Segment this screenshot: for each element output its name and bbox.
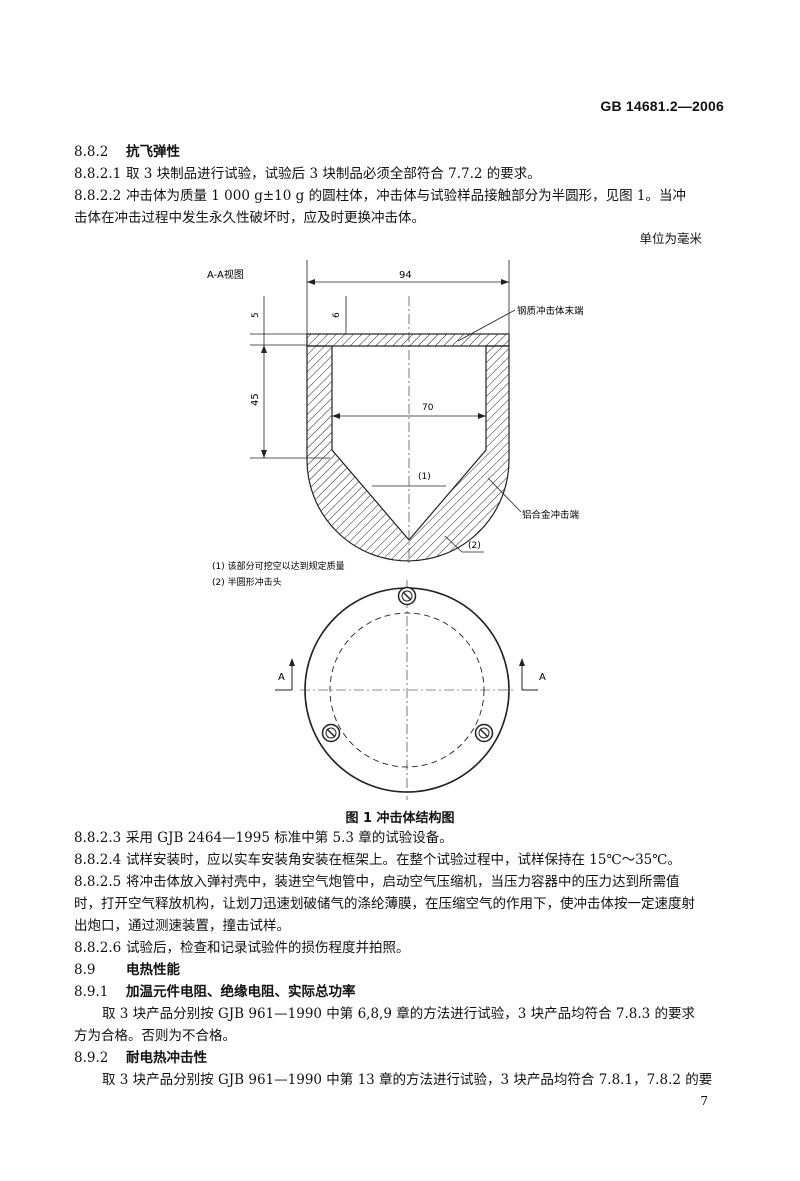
figure-caption: 图 1 冲击体结构图	[345, 811, 455, 826]
section-A-right: A	[539, 672, 546, 683]
clause-text: 电热性能	[126, 962, 180, 978]
screw-icon	[474, 723, 494, 743]
text-line: 8.9 电热性能	[74, 960, 724, 980]
unit-note: 单位为毫米	[639, 231, 702, 246]
clause-text: 出炮口，通过测速装置，撞击试样。	[74, 918, 290, 934]
clause-number: 8.9.2	[74, 1050, 109, 1066]
clause-number: 8.8.2.1	[74, 166, 122, 182]
page-number: 7	[700, 1094, 708, 1108]
dim-6-label: 6	[332, 312, 342, 318]
arrow	[501, 279, 509, 285]
text-line: 8.8.2 抗飞弹性	[74, 142, 724, 162]
steel-leader	[457, 309, 516, 342]
text-line: 时，打开空气释放机构，让划刀迅速划破储气的涤纶薄膜，在压缩空气的作用下，使冲击体…	[74, 894, 724, 914]
aluminium-head	[306, 345, 510, 562]
dim-94-label: 94	[399, 270, 412, 281]
dim-5-label: 5	[251, 312, 261, 318]
clause-text: 将冲击体放入弹衬壳中，装进空气炮管中，启动空气压缩机，当压力容器中的压力达到所需…	[126, 874, 680, 890]
al-leader	[487, 477, 522, 513]
clause-text: 方为合格。否则为不合格。	[74, 1028, 236, 1044]
clause-text: 加温元件电阻、绝缘电阻、实际总功率	[126, 984, 356, 1000]
clause-text: 取 3 块制品进行试验，试验后 3 块制品必须全部符合 7.7.2 的要求。	[126, 166, 541, 182]
al-head-label: 铝合金冲击端	[522, 509, 580, 521]
dim-45-label: 45	[250, 393, 261, 406]
clause-number: 8.8.2.5	[74, 874, 122, 890]
clause-number: 8.9.1	[74, 984, 109, 1000]
text-line: 取 3 块产品分别按 GJB 961—1990 中第 13 章的方法进行试验，3…	[102, 1070, 752, 1090]
clause-number: 8.9	[74, 962, 96, 978]
clause-text: 抗飞弹性	[126, 144, 180, 160]
text-line: 方为合格。否则为不合格。	[74, 1026, 724, 1046]
callout-2: (2)	[468, 541, 481, 551]
note-1: (1) 该部分可挖空以达到规定质量	[212, 560, 345, 572]
arrow	[478, 413, 486, 419]
text-line: 击体在冲击过程中发生永久性破坏时，应及时更换冲击体。	[74, 208, 724, 228]
arrow	[332, 413, 340, 419]
steel-end-label: 钢质冲击体末端	[517, 305, 584, 317]
clause-text: 取 3 块产品分别按 GJB 961—1990 中第 6,8,9 章的方法进行试…	[102, 1006, 696, 1022]
arrow	[307, 279, 315, 285]
steel-end-cap	[306, 333, 510, 347]
clause-number: 8.8.2	[74, 144, 109, 160]
standard-number: GB 14681.2—2006	[600, 98, 724, 114]
clause-text: 取 3 块产品分别按 GJB 961—1990 中第 13 章的方法进行试验，3…	[102, 1072, 713, 1088]
text-line: 取 3 块产品分别按 GJB 961—1990 中第 6,8,9 章的方法进行试…	[102, 1004, 752, 1024]
clause-text: 冲击体为质量 1 000 g±10 g 的圆柱体，冲击体与试验样品接触部分为半圆…	[126, 188, 686, 204]
callout-2-leader	[444, 535, 463, 553]
text-line: 8.9.2 耐电热冲击性	[74, 1048, 724, 1068]
arrow	[261, 345, 267, 353]
clause-text: 试样安装时，应以实车安装角安装在框架上。在整个试验过程中，试样保持在 15℃～3…	[126, 852, 681, 868]
section-A-left: A	[278, 672, 285, 683]
clause-text: 时，打开空气释放机构，让划刀迅速划破储气的涤纶薄膜，在压缩空气的作用下，使冲击体…	[74, 896, 695, 912]
clause-text: 击体在冲击过程中发生永久性破坏时，应及时更换冲击体。	[74, 210, 425, 226]
note-2: (2) 半圆形冲击头	[212, 576, 282, 588]
clause-text: 采用 GJB 2464—1995 标准中第 5.3 章的试验设备。	[126, 830, 453, 846]
screw-icon	[397, 586, 417, 606]
text-line: 8.9.1 加温元件电阻、绝缘电阻、实际总功率	[74, 982, 724, 1002]
arrow	[261, 450, 267, 458]
view-label: A-A视图	[207, 268, 244, 281]
text-line: 出炮口，通过测速装置，撞击试样。	[74, 916, 724, 936]
clause-text: 耐电热冲击性	[126, 1050, 207, 1066]
dim-70-label: 70	[422, 403, 434, 413]
screw-icon	[321, 723, 341, 743]
clause-number: 8.8.2.4	[74, 852, 122, 868]
clause-number: 8.8.2.3	[74, 830, 122, 846]
callout-1: (1)	[418, 472, 431, 482]
clause-number: 8.8.2.6	[74, 940, 122, 956]
clause-number: 8.8.2.2	[74, 188, 122, 204]
clause-text: 试验后，检查和记录试验件的损伤程度并拍照。	[126, 940, 410, 956]
